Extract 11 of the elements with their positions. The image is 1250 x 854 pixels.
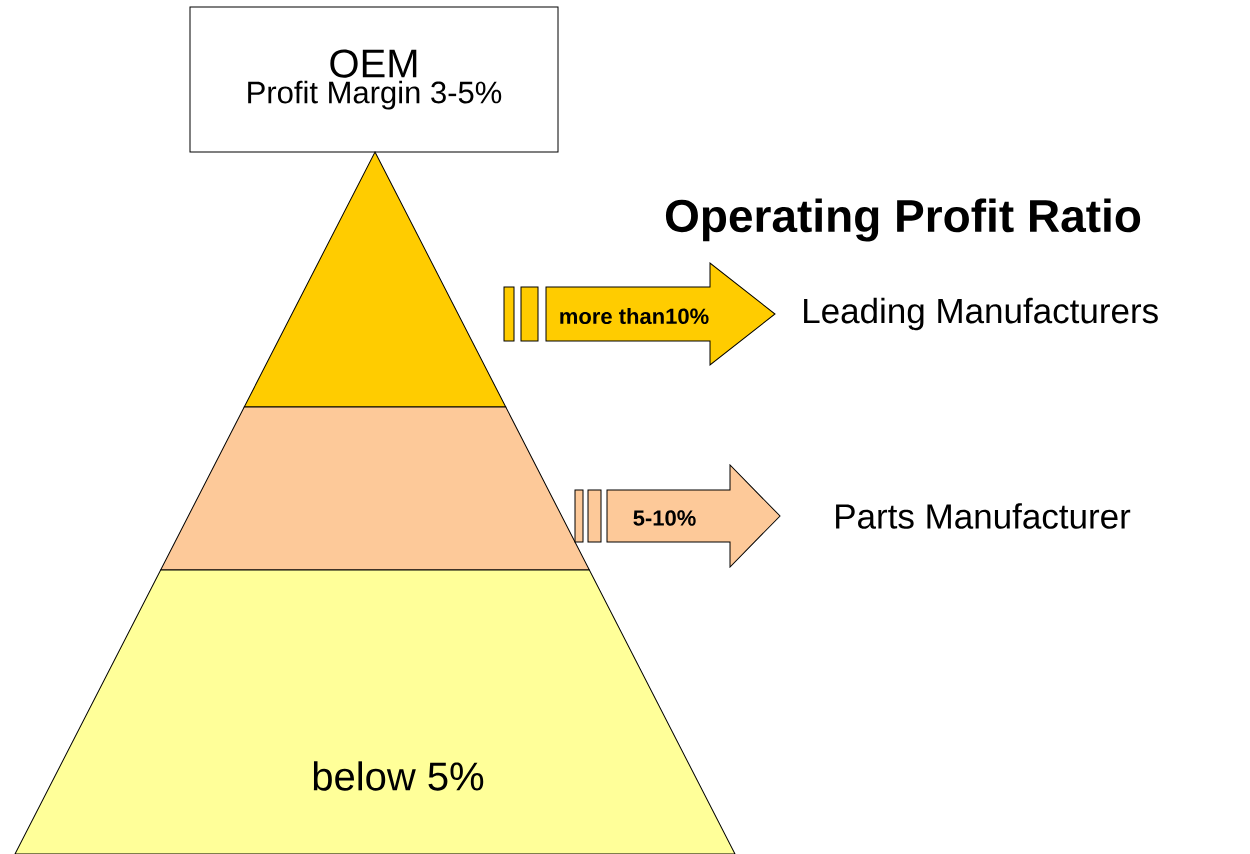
- edge-label: 5-10%: [633, 510, 696, 526]
- label-text: Leading Manufacturers: [804, 297, 1158, 331]
- label-box: OEM Profit Margin 3-5%: [189, 6, 559, 153]
- block-arrow: [574, 464, 781, 568]
- pyramid-tier: below 5%: [14, 569, 736, 854]
- title: Operating Profit Ratio: [665, 198, 1141, 242]
- pyramid-top: [243, 151, 507, 408]
- label-text: Parts Manufacturer: [836, 503, 1131, 529]
- edge-label: more than10%: [560, 307, 709, 325]
- pyramid-tier: [160, 406, 590, 571]
- block-arrow: [503, 262, 776, 366]
